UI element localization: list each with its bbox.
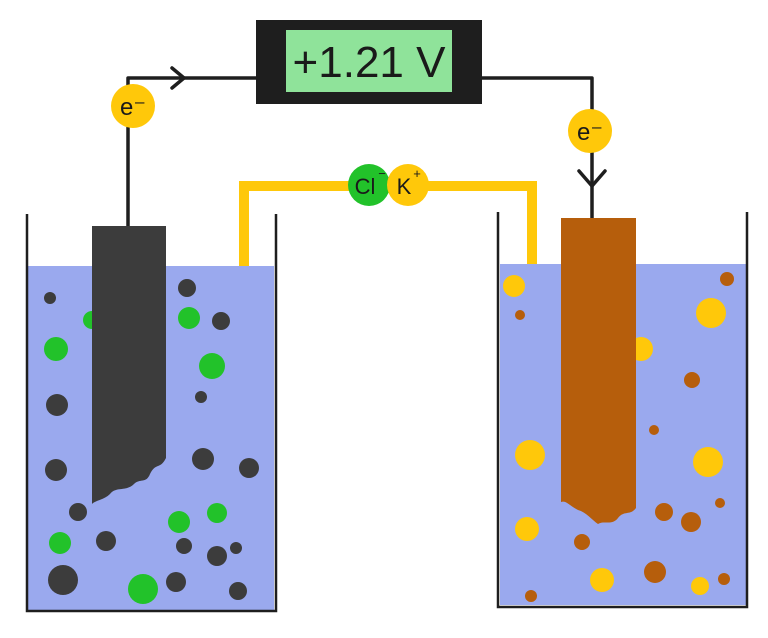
dark-ion: [192, 448, 214, 470]
dark-ion: [239, 458, 259, 478]
external-circuit: [126, 66, 607, 230]
electron-marker-left: e⁻: [111, 84, 155, 128]
green-ion: [128, 574, 158, 604]
green-ion: [178, 307, 200, 329]
potassium-charge: +: [413, 166, 421, 181]
right-ions: [503, 272, 734, 602]
chloride-ion-icon: [348, 164, 390, 206]
dark-ion: [69, 503, 87, 521]
electron-marker-right: e⁻: [568, 109, 612, 153]
yellow-ion: [515, 517, 539, 541]
dark-ion: [166, 572, 186, 592]
green-ion: [44, 337, 68, 361]
yellow-ion: [590, 568, 614, 592]
brown-ion: [718, 573, 730, 585]
brown-ion: [684, 372, 700, 388]
dark-ion: [178, 279, 196, 297]
dark-ion: [207, 546, 227, 566]
dark-ion: [46, 394, 68, 416]
cathode-electrode: [561, 218, 636, 524]
right-beaker-walls: [496, 212, 749, 609]
brown-ion: [715, 498, 725, 508]
brown-ion: [649, 425, 659, 435]
brown-ion: [720, 272, 734, 286]
potassium-symbol: K: [397, 174, 412, 199]
brown-ion: [525, 590, 537, 602]
brown-ion: [655, 503, 673, 521]
dark-ion: [195, 391, 207, 403]
left-half-cell: [25, 214, 278, 613]
chloride-symbol: Cl: [355, 174, 376, 199]
yellow-ion: [693, 447, 723, 477]
electron-left-label: e⁻: [120, 94, 146, 121]
voltmeter: +1.21 V: [256, 20, 482, 104]
green-ion: [207, 503, 227, 523]
electron-icon: [111, 84, 155, 128]
potassium-ion-icon: [387, 164, 429, 206]
dark-ion: [176, 538, 192, 554]
wire-left: [126, 76, 258, 230]
chloride-charge: −: [378, 166, 386, 181]
green-ion: [199, 353, 225, 379]
current-arrow-down-icon: [577, 169, 607, 188]
salt-bridge-ions: Cl − K +: [348, 164, 429, 206]
right-half-cell: [496, 212, 749, 609]
dark-ion: [96, 531, 116, 551]
voltage-reading: +1.21 V: [293, 38, 447, 87]
brown-ion: [574, 534, 590, 550]
dark-ion: [230, 542, 242, 554]
green-ion: [49, 532, 71, 554]
voltmeter-display: [286, 30, 452, 92]
left-ions: [44, 279, 259, 604]
dark-ion: [212, 312, 230, 330]
yellow-ion: [515, 440, 545, 470]
electron-icon: [568, 109, 612, 153]
dark-ion: [48, 565, 78, 595]
yellow-ion: [691, 577, 709, 595]
dark-ion: [45, 459, 67, 481]
anode-electrode: [92, 226, 166, 504]
left-beaker-walls: [25, 214, 278, 613]
green-ion: [168, 511, 190, 533]
yellow-ion: [503, 275, 525, 297]
electron-right-label: e⁻: [577, 119, 603, 146]
salt-bridge-tube: [239, 181, 537, 425]
current-arrow-right-icon: [170, 66, 186, 90]
yellow-ion: [696, 298, 726, 328]
dark-ion: [229, 582, 247, 600]
dark-ion: [44, 292, 56, 304]
brown-ion: [515, 310, 525, 320]
wire-right: [480, 76, 594, 220]
brown-ion: [644, 561, 666, 583]
brown-ion: [681, 512, 701, 532]
